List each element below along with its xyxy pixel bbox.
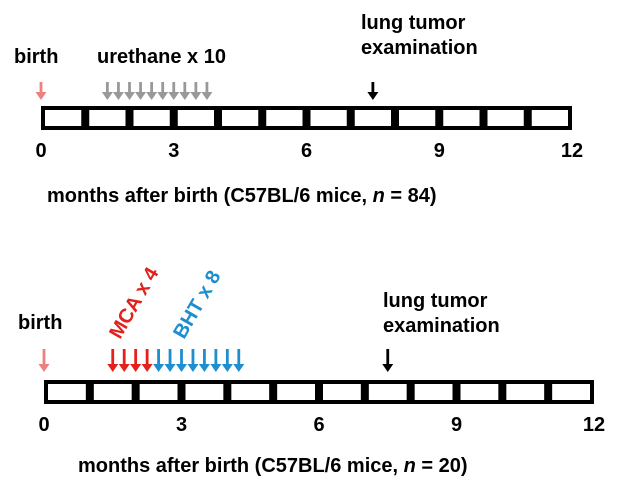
bottom-birth-label: birth — [18, 312, 62, 334]
top-bar-segment — [399, 110, 436, 126]
bottom-exam-arrow-head — [382, 364, 394, 372]
top-bar-segment — [45, 110, 82, 126]
panel-bottom: birth MCA x 4 BHT x 8 lung tumor examina… — [18, 263, 605, 477]
top-bar-segment — [531, 110, 568, 126]
bottom-tick-label: 9 — [451, 414, 462, 436]
bottom-mca-arrows — [107, 349, 153, 372]
bottom-bar-segment — [552, 384, 590, 400]
bottom-timeline-bar — [44, 380, 594, 404]
top-urethane-arrow-head — [168, 92, 180, 100]
bottom-bar-segment — [460, 384, 499, 400]
bottom-bar-segment — [139, 384, 178, 400]
bottom-bar-segment — [48, 384, 86, 400]
bottom-mca-arrow-head — [141, 364, 153, 372]
top-bar-segment — [487, 110, 524, 126]
bottom-exam-label-line2: examination — [383, 315, 500, 337]
top-bar-segment — [177, 110, 214, 126]
bottom-bht-arrow-head — [198, 364, 210, 372]
bottom-mca-arrow-head — [130, 364, 142, 372]
top-exam-arrow-head — [367, 92, 379, 100]
top-bar-segment — [443, 110, 480, 126]
top-birth-arrow-head — [35, 92, 47, 100]
top-urethane-arrow-head — [101, 92, 113, 100]
top-urethane-arrow-head — [112, 92, 124, 100]
top-timeline-bar — [41, 106, 572, 130]
bottom-bar-segment — [185, 384, 224, 400]
top-bar-segment — [222, 110, 259, 126]
bottom-bht-arrow-head — [187, 364, 199, 372]
top-exam-label-line1: lung tumor — [361, 12, 466, 34]
top-bar-segment — [354, 110, 391, 126]
top-bar-frame — [41, 106, 572, 130]
panel-top: birth urethane x 10 lung tumor examinati… — [14, 12, 583, 207]
top-tick-label: 3 — [168, 140, 179, 162]
bottom-bht-arrow-head — [221, 364, 233, 372]
bottom-caption: months after birth (C57BL/6 mice, n = 20… — [78, 455, 468, 477]
bottom-bht-label: BHT x 8 — [169, 267, 225, 342]
top-bar-segment — [310, 110, 347, 126]
top-bar-segment — [89, 110, 126, 126]
top-bar-segment — [266, 110, 303, 126]
bottom-bht-arrow-head — [153, 364, 165, 372]
bottom-birth-arrows — [38, 349, 50, 372]
top-urethane-arrow-head — [201, 92, 213, 100]
bottom-bar-segment — [277, 384, 315, 400]
top-urethane-arrows — [101, 82, 213, 100]
top-exam-arrows — [367, 82, 379, 100]
bottom-bht-arrows — [153, 349, 245, 372]
bottom-tick-label: 3 — [176, 414, 187, 436]
bottom-mca-arrow-head — [107, 364, 119, 372]
bottom-bar-segment — [231, 384, 270, 400]
bottom-bht-arrow-head — [210, 364, 222, 372]
top-urethane-arrow-head — [124, 92, 135, 100]
bottom-bht-arrow-head — [176, 364, 187, 372]
bottom-bar-segment — [368, 384, 407, 400]
top-birth-arrows — [35, 82, 47, 100]
bottom-bht-arrow-head — [233, 364, 245, 372]
top-exam-label-line2: examination — [361, 37, 478, 59]
top-bar-segment — [133, 110, 170, 126]
top-tick-label: 9 — [434, 140, 445, 162]
bottom-birth-arrow-head — [38, 364, 50, 372]
bottom-tick-label: 12 — [583, 414, 605, 436]
bottom-mca-label: MCA x 4 — [105, 263, 164, 342]
bottom-tick-label: 0 — [38, 414, 49, 436]
bottom-axis-ticks: 0 3 6 9 12 — [38, 414, 605, 436]
bottom-exam-label-line1: lung tumor — [383, 290, 488, 312]
bottom-mca-arrow-head — [118, 364, 130, 372]
top-birth-label: birth — [14, 46, 58, 68]
top-axis-ticks: 0 3 6 9 12 — [35, 140, 583, 162]
bottom-bar-segment — [506, 384, 545, 400]
bottom-bht-arrow-head — [164, 364, 176, 372]
bottom-bar-segment — [414, 384, 453, 400]
bottom-bar-segment — [323, 384, 361, 400]
bottom-tick-label: 6 — [313, 414, 324, 436]
top-urethane-arrow-head — [190, 92, 202, 100]
bottom-bar-segment — [93, 384, 132, 400]
top-tick-label: 6 — [301, 140, 312, 162]
top-urethane-label: urethane x 10 — [97, 46, 226, 68]
top-caption: months after birth (C57BL/6 mice, n = 84… — [47, 185, 437, 207]
top-urethane-arrow-head — [135, 92, 147, 100]
bottom-exam-arrows — [382, 349, 394, 372]
bottom-bar-frame — [44, 380, 594, 404]
top-tick-label: 12 — [561, 140, 583, 162]
top-urethane-arrow-head — [157, 92, 169, 100]
top-urethane-arrow-head — [146, 92, 158, 100]
top-urethane-arrow-head — [179, 92, 191, 100]
top-tick-label: 0 — [35, 140, 46, 162]
